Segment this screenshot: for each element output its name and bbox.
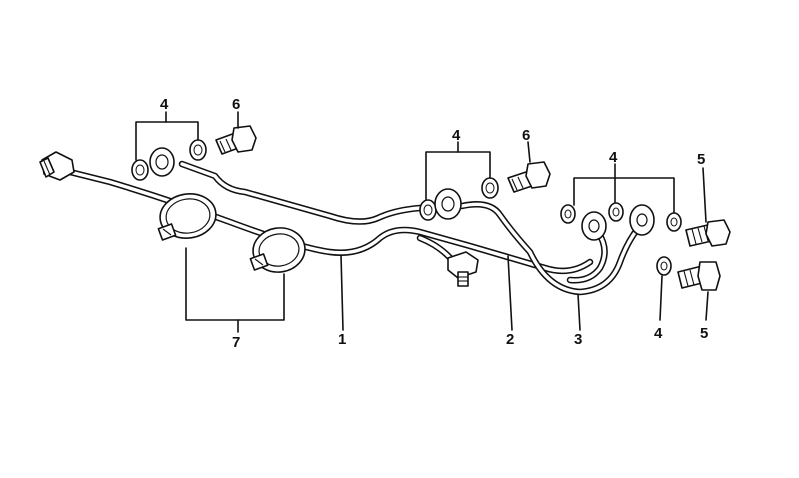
bolt-left xyxy=(215,125,257,155)
banjo-mid xyxy=(434,188,462,220)
callout-labels: 4 6 4 6 4 5 4 5 1 2 3 7 xyxy=(160,96,708,351)
bolt-right-bottom xyxy=(677,261,721,291)
pipe-end-fitting xyxy=(39,151,75,181)
label-pipe-2: 2 xyxy=(506,331,514,348)
label-washer-left: 4 xyxy=(160,96,169,113)
pipe-3 xyxy=(458,201,644,296)
label-pipe-1: 1 xyxy=(338,331,346,348)
banjo-right-2 xyxy=(629,204,655,236)
clamp-left xyxy=(157,193,217,241)
pipe-2 xyxy=(178,160,444,225)
washer-right-4 xyxy=(656,256,672,276)
label-washer-bottom: 4 xyxy=(654,325,663,342)
bolt-mid xyxy=(507,161,551,193)
washer-left-2 xyxy=(189,139,207,161)
washer-right-3 xyxy=(666,212,682,232)
label-bolt-5-top: 5 xyxy=(697,151,705,168)
label-pipe-3: 3 xyxy=(574,331,582,348)
washer-left-1 xyxy=(131,159,149,181)
label-clamps-7: 7 xyxy=(232,334,240,351)
banjo-left xyxy=(149,147,175,177)
label-bolt-6-left: 6 xyxy=(232,96,240,113)
washer-mid-2 xyxy=(481,177,499,199)
leader-lines xyxy=(135,111,709,333)
label-washer-right: 4 xyxy=(609,149,618,166)
banjo-right-1 xyxy=(581,211,607,241)
washer-right-2 xyxy=(608,202,624,222)
washer-right-1 xyxy=(560,204,576,224)
elbow-fitting xyxy=(447,251,479,287)
bolt-right-top xyxy=(685,219,731,247)
washer-mid-1 xyxy=(419,199,437,221)
label-bolt-5-bottom: 5 xyxy=(700,325,708,342)
label-bolt-6-mid: 6 xyxy=(522,127,530,144)
label-washer-mid: 4 xyxy=(452,127,461,144)
clamp-right xyxy=(249,227,306,273)
